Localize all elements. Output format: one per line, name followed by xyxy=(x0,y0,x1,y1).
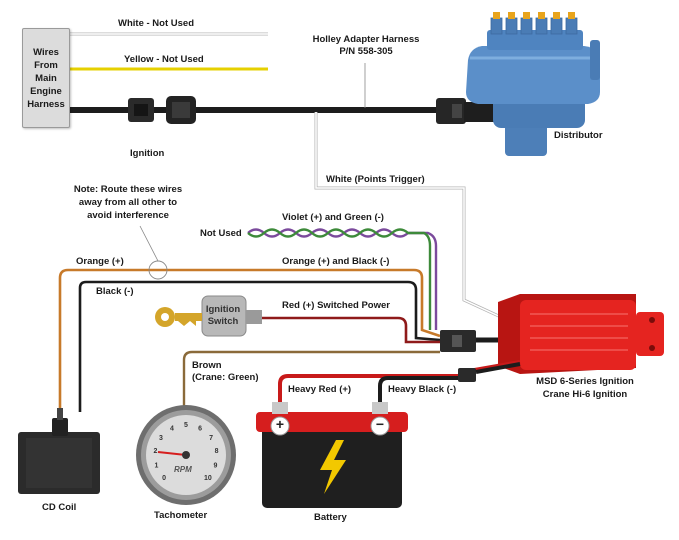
brown-wire-label: Brown xyxy=(192,360,222,371)
distributor-label: Distributor xyxy=(554,130,603,141)
battery-plus-label: + xyxy=(275,416,285,432)
adapter-part-number: P/N 558-305 xyxy=(339,46,393,57)
white-wire-label: White - Not Used xyxy=(118,18,194,29)
ignition-switch-label-2: Switch xyxy=(207,316,239,327)
red-switched-label: Red (+) Switched Power xyxy=(282,300,390,311)
trigger-wire-label: White (Points Trigger) xyxy=(326,174,425,185)
distributor-connector xyxy=(436,98,502,124)
tach-tick-label: 9 xyxy=(214,463,218,470)
note-line-3: avoid interference xyxy=(87,210,169,221)
tach-tick-label: 6 xyxy=(198,425,202,432)
msd-ignition-box xyxy=(498,294,664,374)
tach-tick-label: 4 xyxy=(170,425,174,432)
ignition-switch-label-1: Ignition xyxy=(205,304,241,315)
yellow-wire-label: Yellow - Not Used xyxy=(124,54,204,65)
violet-wire xyxy=(247,228,438,330)
ignition-connector-right xyxy=(166,96,196,124)
heavy-black-cable xyxy=(378,376,460,410)
note-line-2: away from all other to xyxy=(78,197,178,208)
tachometer-label: Tachometer xyxy=(154,510,208,521)
key-icon xyxy=(155,307,202,327)
tach-tick-label: 10 xyxy=(204,475,212,482)
heavy-cable-connector xyxy=(458,368,476,382)
not-used-label: Not Used xyxy=(200,228,242,239)
tach-tick-label: 7 xyxy=(209,435,213,442)
brown-tach-wire xyxy=(182,350,440,410)
cd-coil-label: CD Coil xyxy=(42,502,77,513)
ignition-connector-left xyxy=(128,98,154,122)
battery xyxy=(256,402,408,508)
main-harness-box: Wires From Main Engine Harness xyxy=(22,28,70,128)
tach-tick-label: 0 xyxy=(162,475,166,482)
brown-wire-crane-label: (Crane: Green) xyxy=(192,372,259,383)
note-line-1: Note: Route these wires xyxy=(73,184,183,195)
tach-tick-label: 8 xyxy=(215,448,219,455)
battery-label: Battery xyxy=(314,512,347,523)
distributor xyxy=(466,12,600,156)
msd-label-2: Crane Hi-6 Ignition xyxy=(542,389,628,400)
main-harness-label: Wires From Main Engine Harness xyxy=(27,46,65,110)
adapter-harness-label: Holley Adapter Harness xyxy=(312,34,420,45)
tach-tick-label: 5 xyxy=(184,422,188,429)
red-switched-wire xyxy=(262,316,440,344)
tach-tick-label: 1 xyxy=(155,463,159,470)
ignition-connector-label: Ignition xyxy=(130,148,165,159)
violet-green-label: Violet (+) and Green (-) xyxy=(282,212,384,223)
battery-minus-label: − xyxy=(375,416,385,432)
orange-wire-label: Orange (+) xyxy=(76,256,124,267)
tach-tick-label: 2 xyxy=(153,448,157,455)
black-wire-label: Black (-) xyxy=(96,286,134,297)
green-wire xyxy=(247,228,432,330)
black-wire xyxy=(78,280,441,412)
tach-tick-label: 3 xyxy=(159,435,163,442)
orange-wire xyxy=(58,268,441,412)
tachometer-gauge: 01 234 5 678 910 xyxy=(136,405,236,505)
heavy-black-label: Heavy Black (-) xyxy=(388,384,457,395)
heavy-red-label: Heavy Red (+) xyxy=(288,384,352,395)
note-leader-line xyxy=(139,225,159,262)
tach-rpm-label: RPM xyxy=(174,465,192,474)
lightning-bolt-icon xyxy=(320,440,346,494)
msd-connector xyxy=(440,330,476,352)
cd-coil xyxy=(18,408,100,494)
orange-black-label: Orange (+) and Black (-) xyxy=(282,256,390,267)
msd-label-1: MSD 6-Series Ignition xyxy=(536,376,634,387)
ignition-switch xyxy=(201,295,262,337)
